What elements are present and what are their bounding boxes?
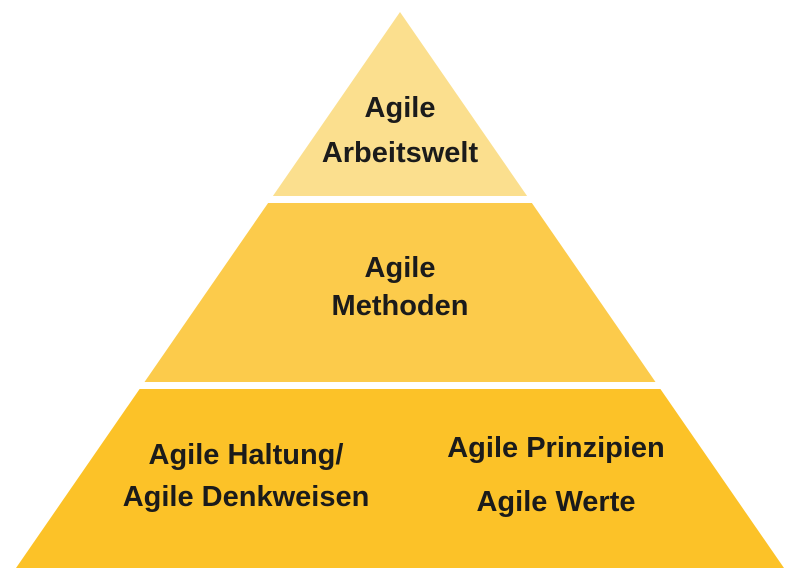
bottom-level-left-label-line2: Agile Denkweisen [122,481,370,513]
middle-level-label-line1: Agile [364,252,436,284]
pyramid-level-middle-shape [144,203,656,382]
bottom-level-right-label-line2: Agile Werte [476,486,636,518]
bottom-level-right-label-line1: Agile Prinzipien [447,432,665,464]
pyramid-level-top-shape [272,12,528,196]
top-level-label-line1: Agile [364,92,436,124]
bottom-level-left-label-line1: Agile Haltung/ [148,439,344,471]
pyramid-level-bottom-shape [16,389,784,568]
middle-level-label-line2: Methoden [331,290,469,322]
top-level-label-line2: Arbeitswelt [321,137,479,169]
